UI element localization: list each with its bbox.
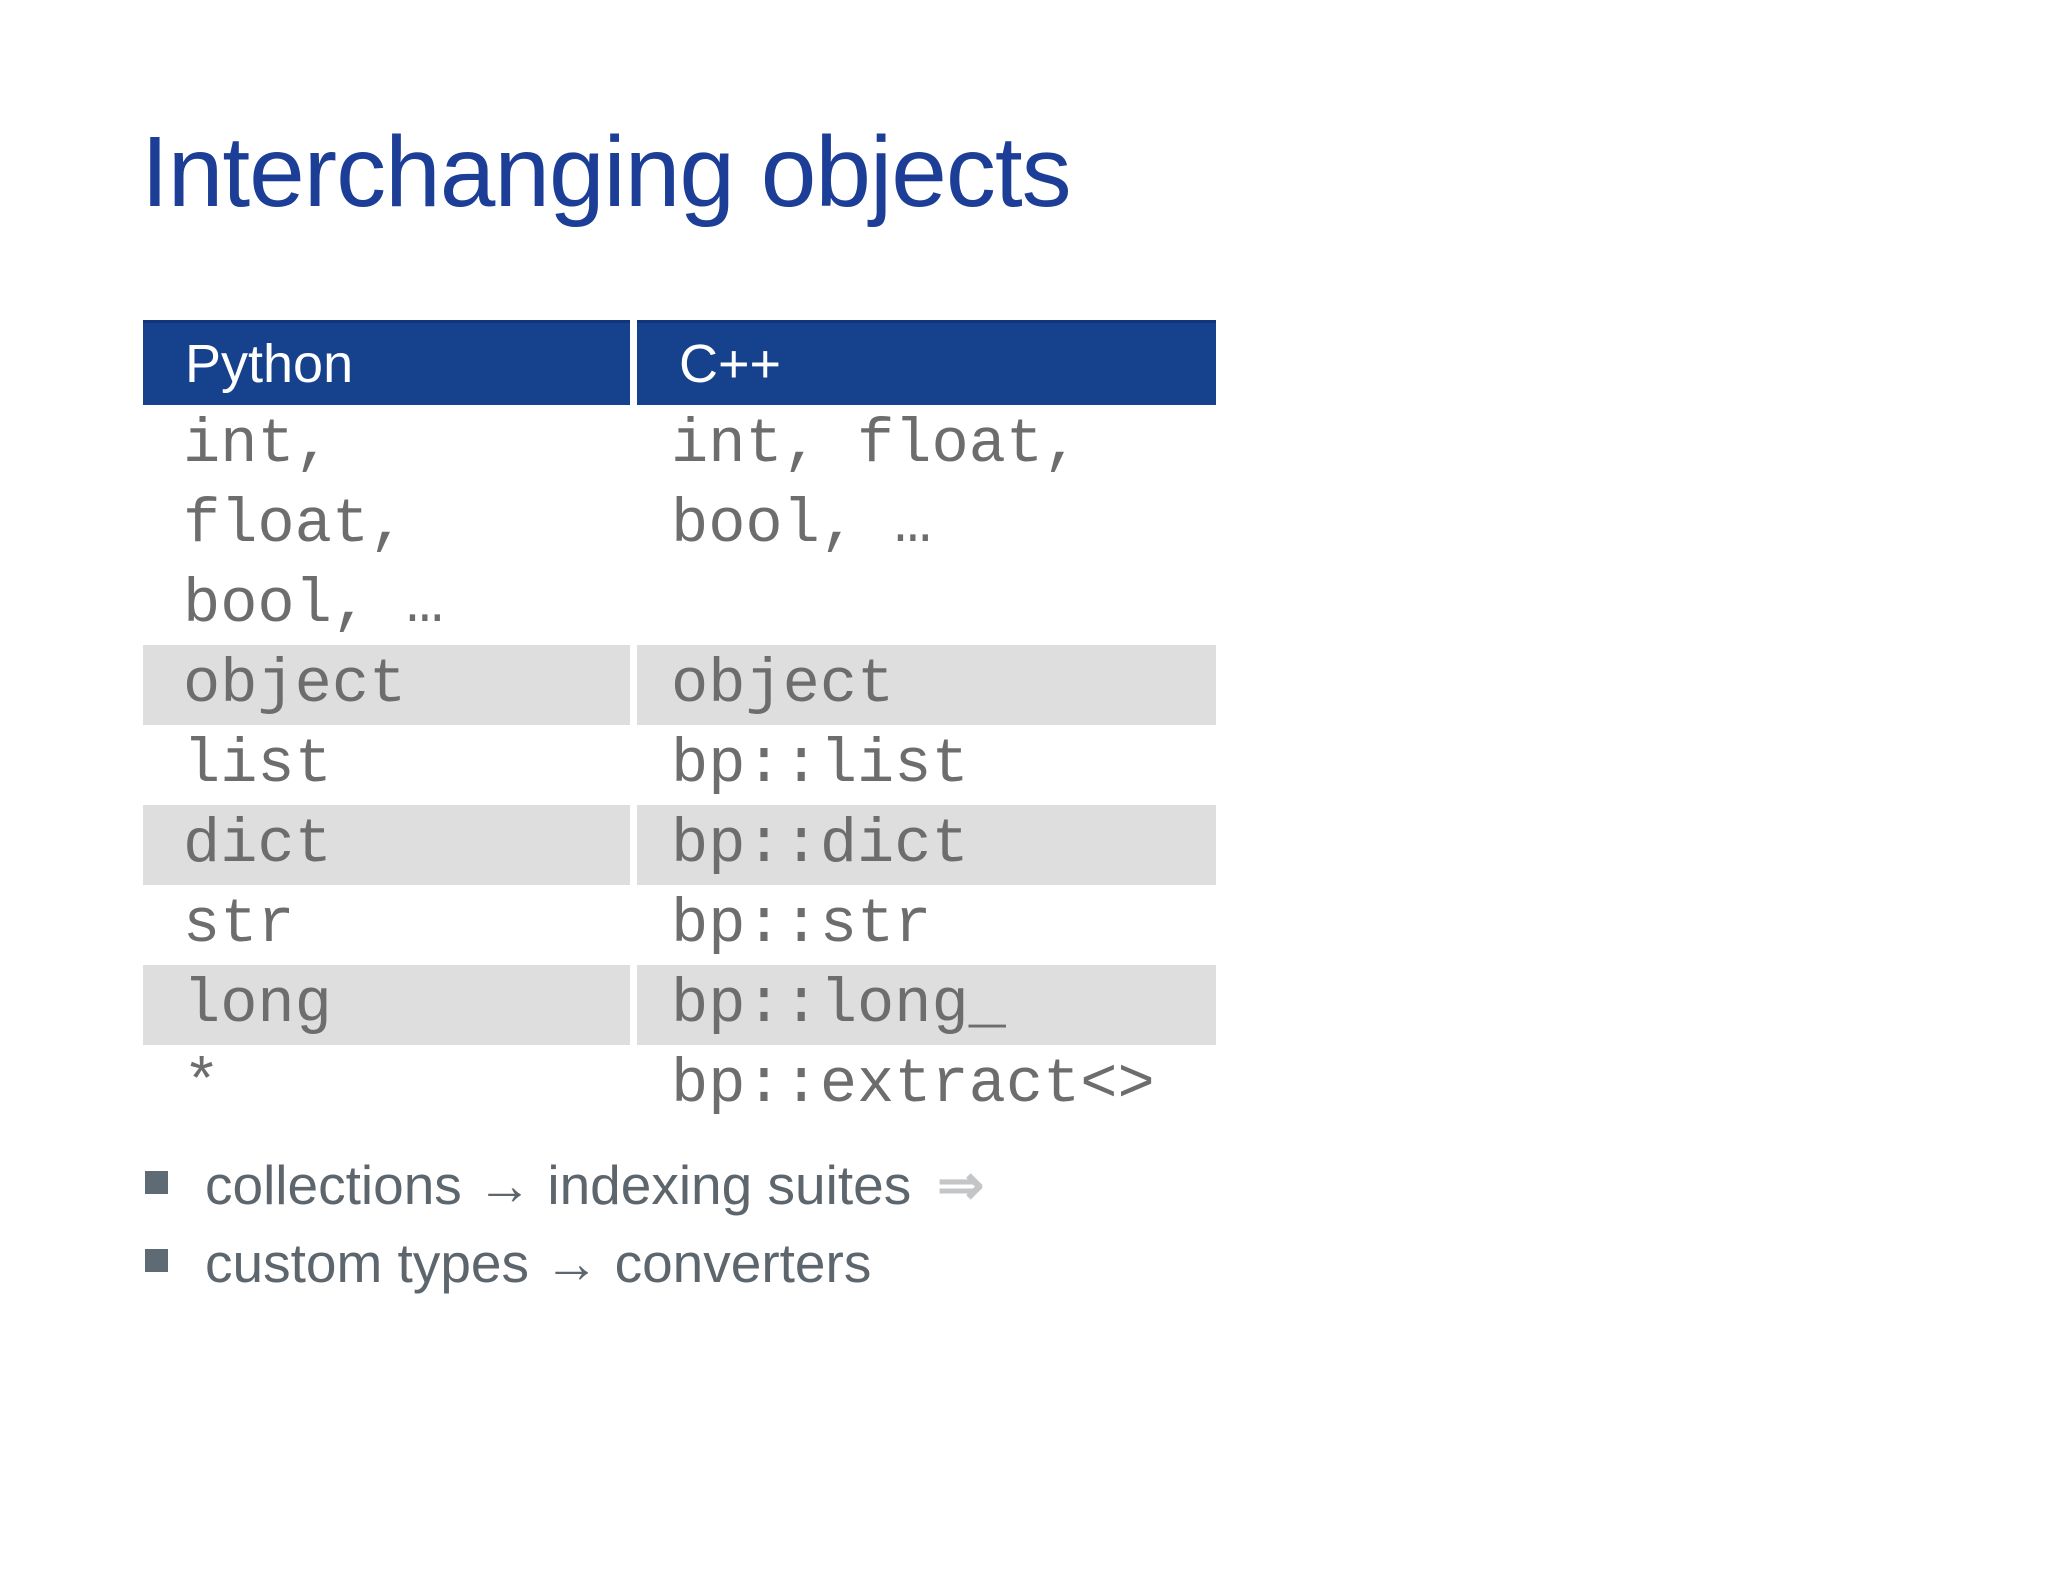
- bullet-text: collections → indexing suites: [205, 1154, 912, 1216]
- table-row: dict bp::dict: [143, 805, 1216, 885]
- cpp-type-cell: bp::extract<>: [671, 1049, 1155, 1120]
- list-item: custom types → converters: [145, 1224, 984, 1302]
- bullet-text: custom types → converters: [205, 1232, 872, 1294]
- bullet-list: collections → indexing suites ⇒ custom t…: [145, 1146, 984, 1302]
- table-row: int, float, bool, … int, float, bool, …: [143, 405, 1216, 645]
- table-row: object object: [143, 645, 1216, 725]
- cpp-type-cell: bp::list: [671, 729, 969, 800]
- column-header-python: Python: [143, 320, 630, 405]
- table-header-row: Python C++: [143, 320, 1216, 405]
- bullet-square-icon: [145, 1248, 168, 1272]
- python-type-cell: *: [183, 1049, 221, 1120]
- table-row: long bp::long_: [143, 965, 1216, 1045]
- column-header-cpp: C++: [637, 320, 1216, 405]
- cpp-type-cell: bp::str: [671, 889, 932, 960]
- type-mapping-table: Python C++ int, float, bool, … int, floa…: [143, 320, 1216, 1125]
- python-type-cell: long: [143, 965, 630, 1045]
- cpp-type-cell: bp::dict: [637, 805, 1216, 885]
- python-type-cell: dict: [143, 805, 630, 885]
- python-type-cell: str: [183, 889, 295, 960]
- list-item: collections → indexing suites ⇒: [145, 1146, 984, 1224]
- cpp-type-cell: bp::long_: [637, 965, 1216, 1045]
- python-type-cell: list: [183, 729, 332, 800]
- table-row: str bp::str: [143, 885, 1216, 965]
- slide-title: Interchanging objects: [141, 116, 1072, 228]
- table-row: * bp::extract<>: [143, 1045, 1216, 1125]
- cpp-type-cell: object: [637, 645, 1216, 725]
- bullet-square-icon: [145, 1170, 168, 1194]
- cpp-type-cell: int, float, bool, …: [671, 409, 1081, 560]
- python-type-cell: object: [143, 645, 630, 725]
- python-type-cell: int, float, bool, …: [183, 409, 444, 640]
- double-right-arrow-icon: ⇒: [937, 1153, 985, 1216]
- table-row: list bp::list: [143, 725, 1216, 805]
